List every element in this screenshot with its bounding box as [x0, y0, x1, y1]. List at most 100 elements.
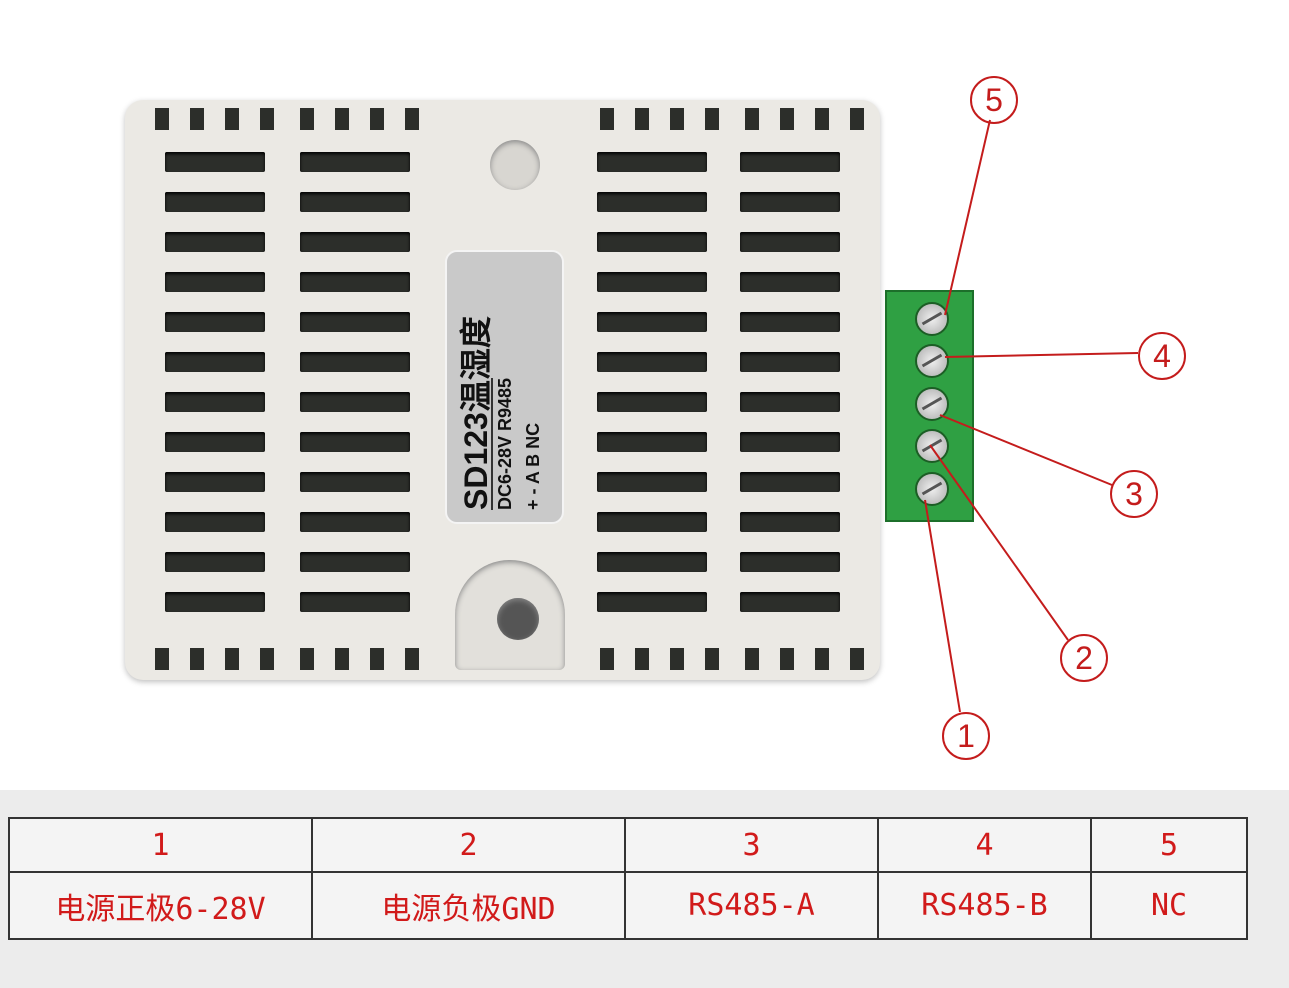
- vent-slot: [740, 432, 840, 452]
- vent-slot: [597, 352, 707, 372]
- vent-slot: [597, 552, 707, 572]
- callout-lines: [924, 119, 1139, 713]
- vent-slot: [165, 312, 265, 332]
- vent-slot: [300, 312, 410, 332]
- vent-slot: [165, 272, 265, 292]
- vent-slot: [597, 232, 707, 252]
- vent-slot: [165, 512, 265, 532]
- vent-tooth: [260, 108, 274, 130]
- vent-tooth: [335, 108, 349, 130]
- vent-slot: [740, 512, 840, 532]
- pin-function: RS485-A: [624, 871, 879, 940]
- product-photo: SD123温湿度 DC6-28V R9485 + - A B NC 5 4 3 …: [0, 0, 1289, 790]
- vent-tooth: [670, 648, 684, 670]
- vent-slot: [740, 472, 840, 492]
- vent-slot: [300, 392, 410, 412]
- vent-tooth: [370, 648, 384, 670]
- vent-tooth: [260, 648, 274, 670]
- pinout-table: 1 2 3 4 5 电源正极6-28V 电源负极GND RS485-A RS48…: [8, 816, 1248, 940]
- vent-tooth: [155, 108, 169, 130]
- pin-number: 5: [1090, 816, 1248, 874]
- vent-tooth: [405, 108, 419, 130]
- vent-slot: [740, 552, 840, 572]
- terminal-screw-5: [915, 302, 949, 336]
- terminal-block: [885, 290, 974, 522]
- callout-line-4: [944, 352, 1139, 358]
- vent-slot: [740, 272, 840, 292]
- vent-slot: [165, 232, 265, 252]
- vent-slot: [597, 312, 707, 332]
- callout-line-1: [924, 499, 961, 713]
- vent-tooth: [600, 648, 614, 670]
- vent-slot: [300, 152, 410, 172]
- vent-slot: [300, 512, 410, 532]
- vent-tooth: [300, 108, 314, 130]
- callout-line-2: [929, 444, 1069, 641]
- vent-slot: [740, 592, 840, 612]
- vent-tooth: [635, 108, 649, 130]
- vent-slot: [597, 152, 707, 172]
- callout-2: 2: [1060, 634, 1108, 682]
- vent-slot: [165, 432, 265, 452]
- vent-slot: [597, 272, 707, 292]
- terminal-screw-2: [915, 429, 949, 463]
- vent-tooth: [850, 108, 864, 130]
- pin-function: 电源正极6-28V: [8, 871, 313, 940]
- vent-slot: [300, 352, 410, 372]
- vent-tooth: [155, 648, 169, 670]
- pin-function: RS485-B: [877, 871, 1092, 940]
- mount-hole-top: [490, 140, 540, 190]
- vent-slot: [740, 232, 840, 252]
- pin-function: NC: [1090, 871, 1248, 940]
- vent-slot: [165, 152, 265, 172]
- table-row-numbers: 1 2 3 4 5: [8, 816, 1248, 874]
- terminal-screw-4: [915, 344, 949, 378]
- vent-tooth: [815, 108, 829, 130]
- vent-tooth: [600, 108, 614, 130]
- table-row-functions: 电源正极6-28V 电源负极GND RS485-A RS485-B NC: [8, 871, 1248, 940]
- vent-tooth: [705, 648, 719, 670]
- vent-slot: [597, 192, 707, 212]
- vent-tooth: [635, 648, 649, 670]
- vent-slot: [165, 352, 265, 372]
- callout-line-3: [939, 414, 1113, 486]
- vent-slot: [165, 392, 265, 412]
- callout-5: 5: [970, 76, 1018, 124]
- vent-slot: [165, 472, 265, 492]
- vent-tooth: [705, 108, 719, 130]
- vent-slot: [300, 232, 410, 252]
- vent-tooth: [225, 108, 239, 130]
- vent-tooth: [745, 108, 759, 130]
- vent-tooth: [815, 648, 829, 670]
- vent-tooth: [670, 108, 684, 130]
- vent-tooth: [335, 648, 349, 670]
- pin-function: 电源负极GND: [311, 871, 626, 940]
- terminal-screw-1: [915, 472, 949, 506]
- vent-tooth: [225, 648, 239, 670]
- vent-slot: [740, 152, 840, 172]
- callout-line-5: [944, 119, 991, 316]
- device-label: SD123温湿度 DC6-28V R9485 + - A B NC: [445, 250, 564, 524]
- vent-tooth: [190, 108, 204, 130]
- vent-slot: [300, 552, 410, 572]
- vent-slot: [597, 432, 707, 452]
- vent-slot: [597, 472, 707, 492]
- pin-number: 2: [311, 816, 626, 874]
- vent-slot: [300, 272, 410, 292]
- vent-slot: [300, 192, 410, 212]
- vent-tooth: [780, 648, 794, 670]
- pin-number: 4: [877, 816, 1092, 874]
- callout-4: 4: [1138, 332, 1186, 380]
- vent-tooth: [850, 648, 864, 670]
- vent-slot: [740, 352, 840, 372]
- vent-slot: [597, 512, 707, 532]
- vent-slot: [300, 432, 410, 452]
- vent-slot: [740, 192, 840, 212]
- vent-slot: [740, 392, 840, 412]
- vent-tooth: [300, 648, 314, 670]
- vent-tooth: [405, 648, 419, 670]
- pin-number: 3: [624, 816, 879, 874]
- vent-tooth: [745, 648, 759, 670]
- callout-1: 1: [942, 712, 990, 760]
- vent-slot: [740, 312, 840, 332]
